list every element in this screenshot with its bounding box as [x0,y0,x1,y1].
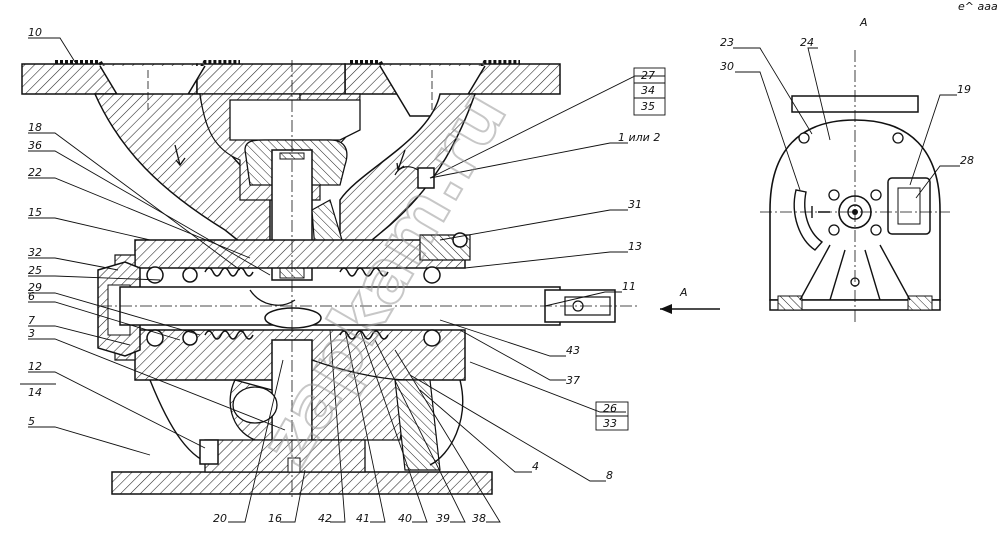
leader-lines [28,37,960,523]
label-16: 16 [268,512,282,525]
label-20: 20 [213,512,227,525]
label-40: 40 [398,512,412,525]
label-38: 38 [472,512,486,525]
note-1-or-2: 1 или 2 [618,131,660,144]
label-34: 34 [641,84,655,97]
label-35: 35 [641,100,655,113]
label-3: 3 [28,327,35,340]
view-a: A [760,16,950,325]
label-39: 39 [436,512,450,525]
label-42: 42 [318,512,332,525]
label-19: 19 [957,83,971,96]
label-41: 41 [356,512,370,525]
impeller-eye [264,307,322,329]
label-25: 25 [28,264,42,277]
label-37: 37 [566,374,580,387]
seal-spring-right [339,267,389,277]
label-7: 7 [28,314,35,327]
label-15: 15 [28,206,42,219]
label-12: 12 [28,360,42,373]
label-22: 22 [28,166,42,179]
label-18: 18 [28,121,42,134]
label-6: 6 [28,290,35,303]
fitting-top [452,232,468,248]
bearing-housing-upper [134,239,466,269]
plug-27 [417,167,435,189]
label-8: 8 [606,469,613,482]
label-14: 14 [28,386,42,399]
label-24: 24 [800,36,814,49]
seal-spring-left [204,267,254,277]
label-36: 36 [28,139,42,152]
view-a-slot [793,189,824,251]
label-4: 4 [532,460,539,473]
label-29: 29 [28,281,42,294]
label-5: 5 [28,415,35,428]
section-arrow-label: A [679,286,688,299]
label-32: 32 [28,246,42,259]
part-labels: 10 18 36 22 15 32 25 29 6 7 3 12 14 5 20… [28,0,998,525]
section-view: A [21,60,720,500]
label-11: 11 [622,280,636,293]
label-26: 26 [603,402,617,415]
label-43: 43 [566,344,580,357]
corner-note: е^ ааа [958,0,998,13]
label-23: 23 [720,36,734,49]
label-27: 27 [641,69,655,82]
label-31: 31 [628,198,642,211]
base-plate [111,471,493,495]
label-13: 13 [628,240,642,253]
drain-plug [199,439,219,465]
label-33: 33 [603,417,617,430]
label-30: 30 [720,60,734,73]
label-28: 28 [960,154,974,167]
label-10: 10 [28,26,42,39]
view-title: A [859,16,868,29]
